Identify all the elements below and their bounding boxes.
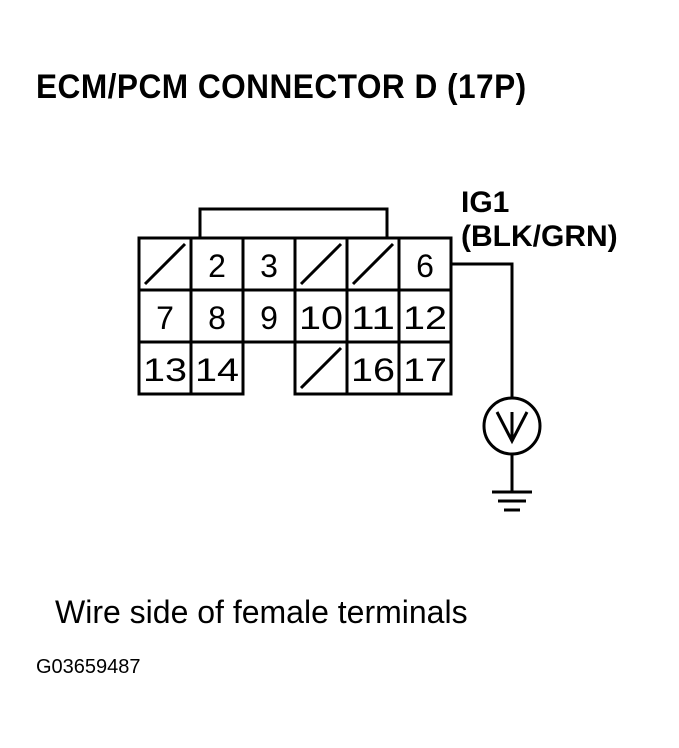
pin-number-7: 7 [156, 300, 174, 336]
connector-title: ECM/PCM CONNECTOR D (17P) [36, 68, 527, 106]
pin-number-3: 3 [260, 248, 278, 284]
wire-color-label: (BLK/GRN) [461, 220, 618, 253]
caption: Wire side of female terminals [55, 594, 468, 630]
pin-number-8: 8 [208, 300, 226, 336]
pin-number-12: 12 [403, 300, 447, 336]
empty-cavity-slash-5 [351, 242, 395, 286]
connector-lock-tab [198, 207, 389, 240]
empty-cavity-slash-1 [143, 242, 187, 286]
pin-number-17: 17 [403, 352, 447, 388]
pin-number-11: 11 [351, 300, 395, 336]
pin-number-6: 6 [416, 248, 434, 284]
pin-number-10: 10 [299, 300, 343, 336]
pin-number-13: 13 [143, 352, 187, 388]
pin-number-14: 14 [195, 352, 239, 388]
pin-number-2: 2 [208, 248, 226, 284]
pin-number-9: 9 [260, 300, 278, 336]
empty-cavity-slash-15 [299, 346, 343, 390]
pin-cell-14 [189, 340, 245, 396]
empty-cavity-slash-4 [299, 242, 343, 286]
pin-number-16: 16 [351, 352, 395, 388]
pin-cell-17 [397, 340, 453, 396]
wire-name-label: IG1 [461, 186, 510, 219]
figure-code: G03659487 [36, 656, 141, 678]
ig1-wire [451, 262, 514, 398]
